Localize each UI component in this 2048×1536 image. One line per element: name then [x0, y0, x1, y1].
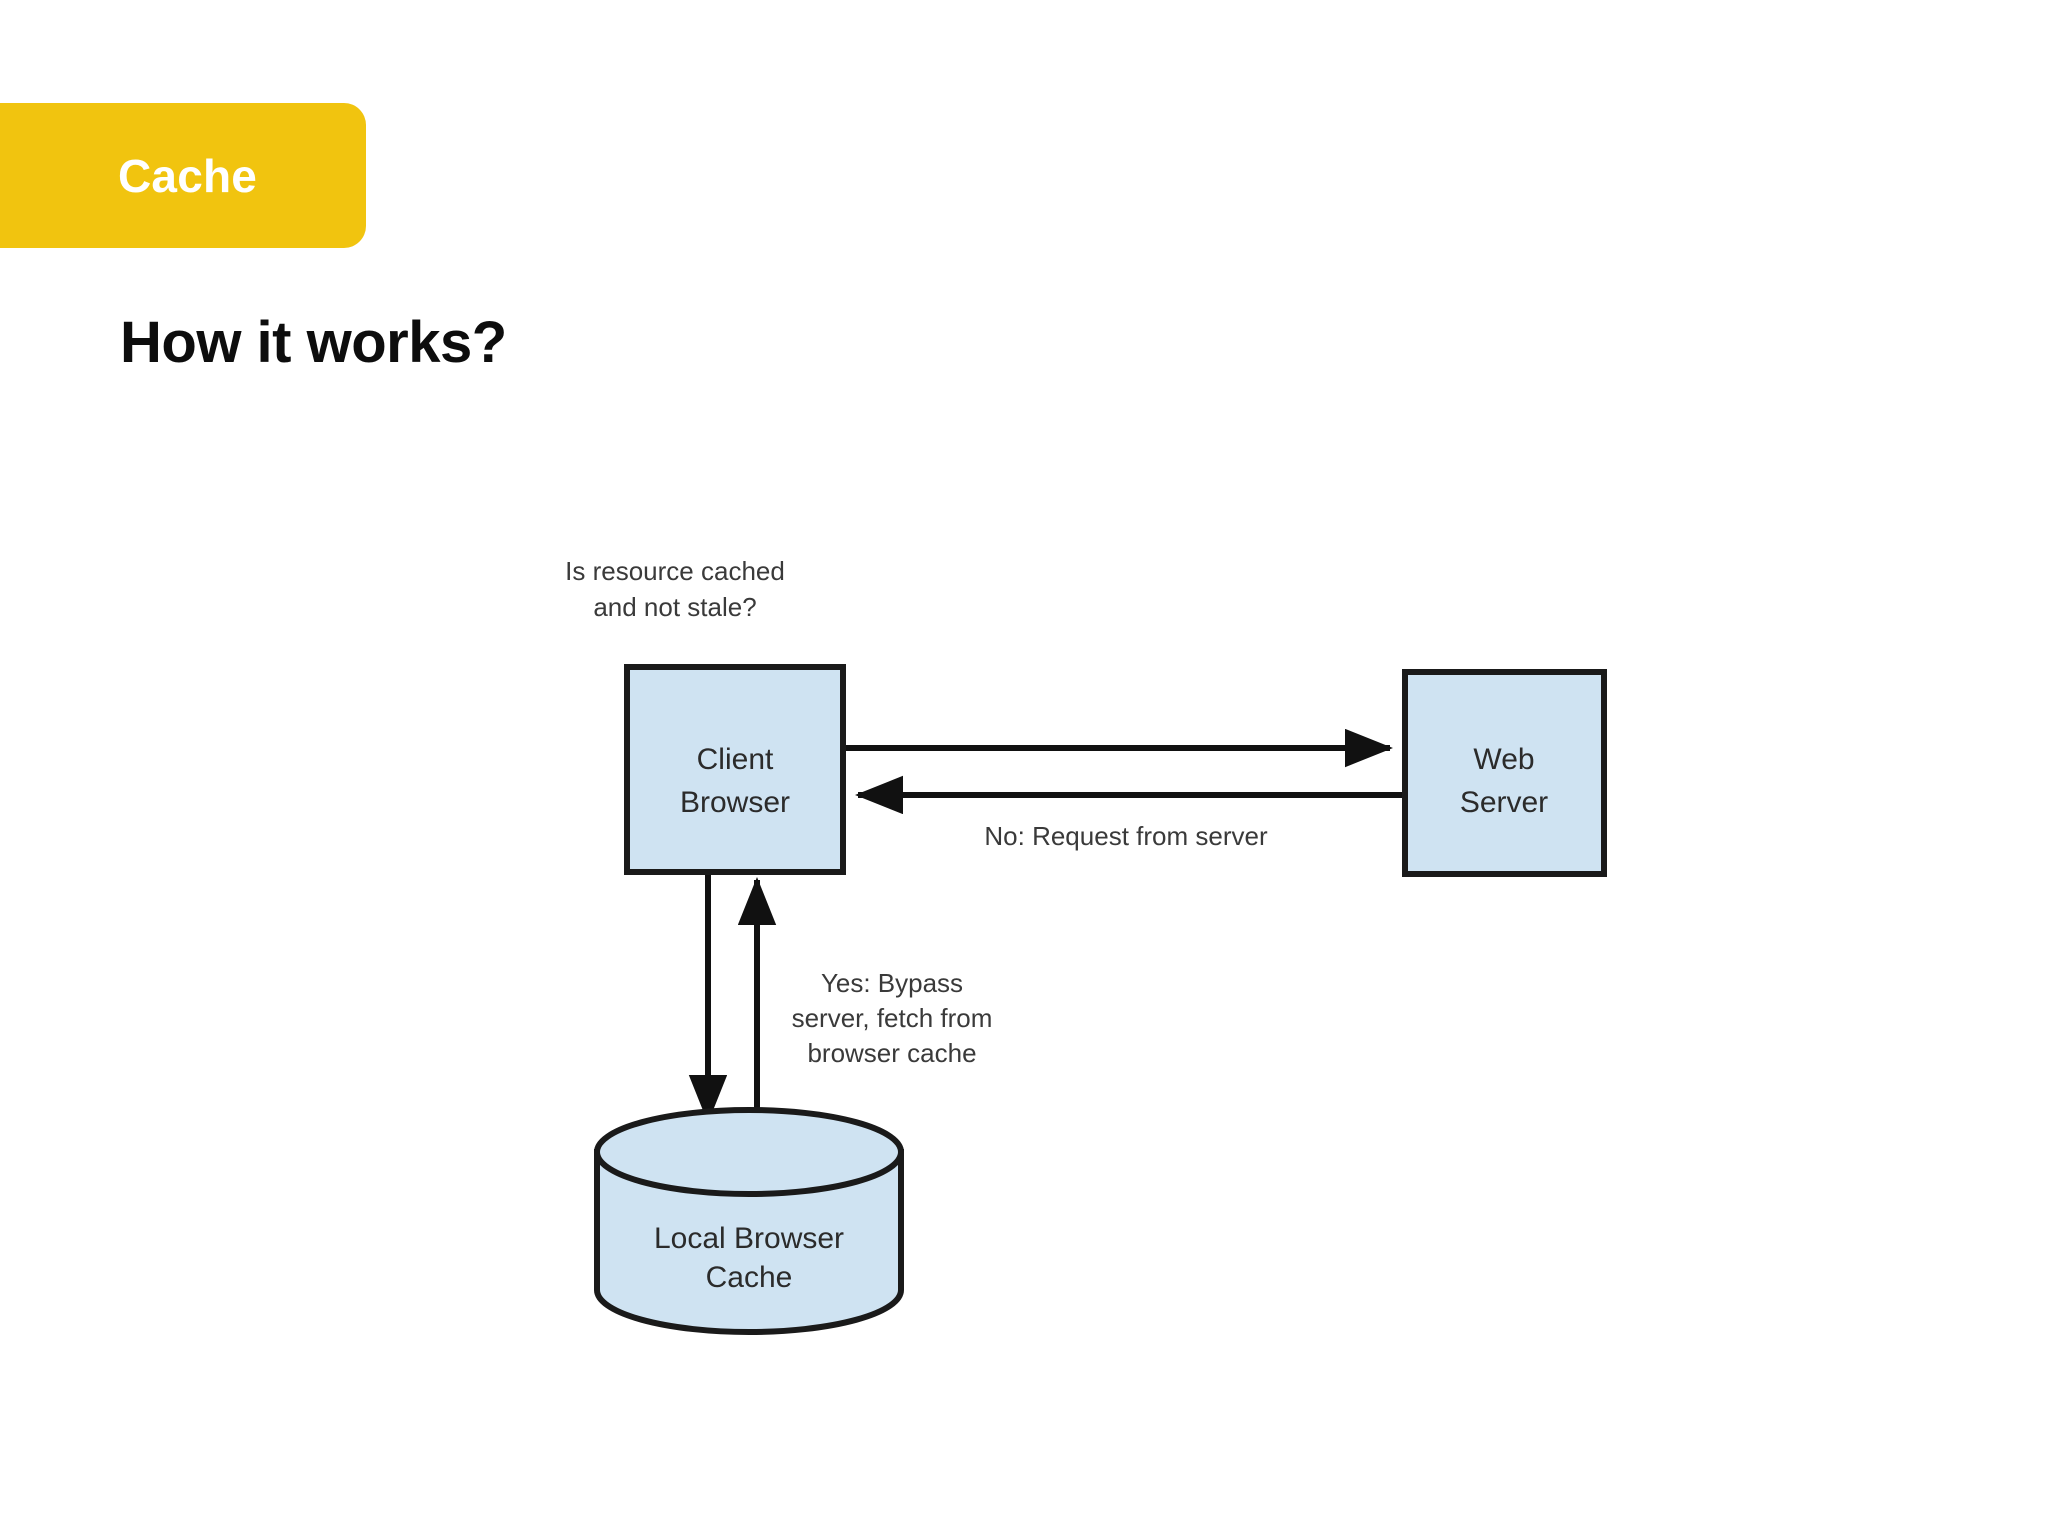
node-web-server[interactable]: Web Server [1402, 669, 1607, 877]
node-client-browser-label-line1: Client [697, 743, 774, 776]
decision-annotation: Is resource cached and not stale? [565, 556, 785, 622]
edge-label-no-request-from-server: No: Request from server [984, 821, 1268, 851]
decision-annotation-line1: Is resource cached [565, 556, 785, 586]
node-local-browser-cache-label-line1: Local Browser [654, 1222, 844, 1255]
node-web-server-label-line2: Server [1460, 786, 1548, 819]
node-client-browser-label-line2: Browser [680, 786, 790, 819]
section-tag-label: Cache [118, 149, 258, 202]
edge-cache-to-client: Yes: Bypass server, fetch from browser c… [737, 877, 993, 1128]
node-local-browser-cache[interactable]: Local Browser Cache [594, 1107, 904, 1335]
node-local-browser-cache-label-line2: Cache [706, 1261, 793, 1294]
node-web-server-shape [1402, 669, 1607, 877]
decision-annotation-line2: and not stale? [593, 592, 756, 622]
node-client-browser[interactable]: Client Browser [624, 664, 846, 875]
edge-label-yes-bypass-line2: server, fetch from [792, 1003, 993, 1033]
node-local-browser-cache-top [594, 1107, 904, 1197]
node-local-browser-cache-body [594, 1149, 904, 1335]
page-title: How it works? [120, 310, 507, 375]
node-client-browser-shape [624, 664, 846, 875]
edge-label-yes-bypass-line1: Yes: Bypass [821, 968, 963, 998]
node-web-server-label-line1: Web [1473, 743, 1534, 776]
edge-label-yes-bypass-line3: browser cache [807, 1038, 976, 1068]
section-tag-cache: Cache [0, 103, 366, 248]
edge-server-to-client: No: Request from server [855, 775, 1402, 851]
